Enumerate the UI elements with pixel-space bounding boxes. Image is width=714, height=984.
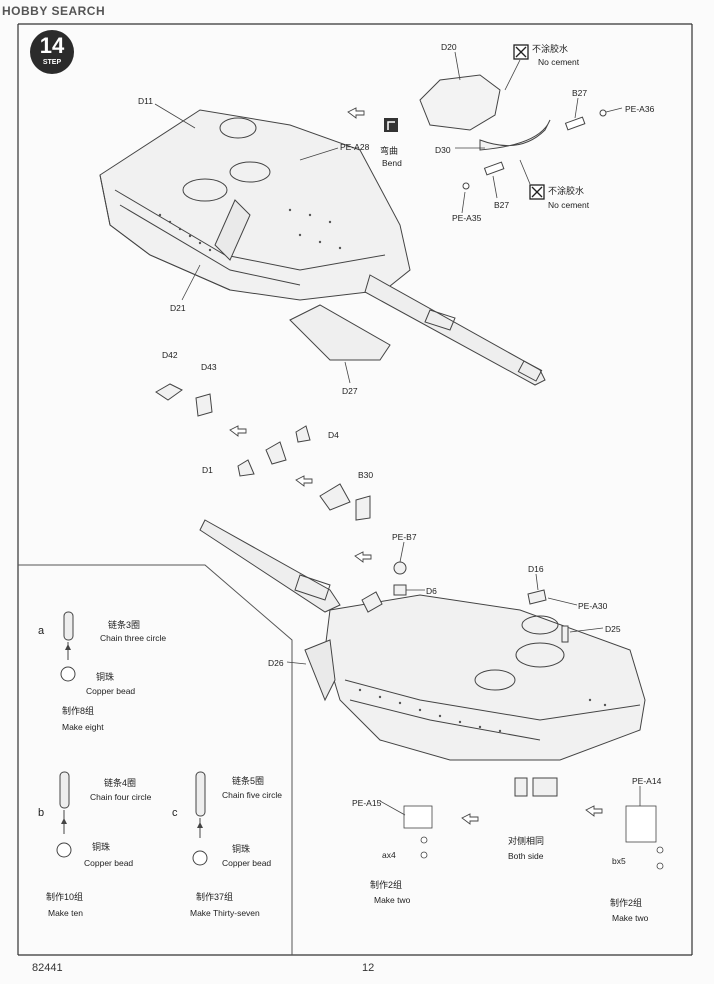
chain-b-en: Chain four circle bbox=[90, 792, 152, 802]
make-b-en: Make ten bbox=[48, 908, 83, 918]
product-code: 82441 bbox=[32, 962, 63, 974]
make-c-en: Make Thirty-seven bbox=[190, 908, 260, 918]
bead-c-en: Copper bead bbox=[222, 858, 272, 868]
label-pe-b7: PE-B7 bbox=[392, 532, 417, 542]
make-b-cn: 制作10组 bbox=[46, 892, 84, 902]
label-pe-a35: PE-A35 bbox=[452, 213, 482, 223]
label-bx5: bx5 bbox=[612, 856, 626, 866]
label-b27-bottom: B27 bbox=[494, 200, 510, 210]
make-a-cn: 制作8组 bbox=[62, 706, 95, 716]
label-pe-a30: PE-A30 bbox=[578, 601, 608, 611]
label-ax4: ax4 bbox=[382, 850, 396, 860]
bead-b-cn: 铜珠 bbox=[92, 842, 111, 852]
both-side-en: Both side bbox=[508, 851, 544, 861]
make-two-left-cn: 制作2组 bbox=[370, 880, 403, 890]
bead-a-en: Copper bead bbox=[86, 686, 136, 696]
label-d26: D26 bbox=[268, 658, 284, 668]
label-pe-a14: PE-A14 bbox=[632, 776, 662, 786]
label-d4: D4 bbox=[328, 430, 339, 440]
chain-a-en: Chain three circle bbox=[100, 633, 167, 643]
label-pe-a36: PE-A36 bbox=[625, 104, 655, 114]
step-number: 14 bbox=[39, 33, 65, 58]
label-d6: D6 bbox=[426, 586, 437, 596]
label-d42: D42 bbox=[162, 350, 178, 360]
step-badge: 14 STEP bbox=[30, 30, 74, 74]
chain-a-letter: a bbox=[38, 625, 45, 637]
no-cement-top-cn: 不涂胶水 bbox=[532, 44, 569, 54]
chain-c-en: Chain five circle bbox=[222, 790, 282, 800]
no-cement-bottom-cn: 不涂胶水 bbox=[548, 186, 585, 196]
no-cement-bottom-en: No cement bbox=[548, 200, 590, 210]
label-d11: D11 bbox=[138, 96, 153, 106]
label-d16: D16 bbox=[528, 564, 544, 574]
bend-en: Bend bbox=[382, 158, 402, 168]
no-cement-top-en: No cement bbox=[538, 57, 580, 67]
make-two-right-en: Make two bbox=[612, 913, 649, 923]
label-d20: D20 bbox=[441, 42, 457, 52]
bead-b-en: Copper bead bbox=[84, 858, 134, 868]
label-d21: D21 bbox=[170, 303, 186, 313]
chain-c-letter: c bbox=[172, 807, 178, 819]
make-two-right-cn: 制作2组 bbox=[610, 898, 643, 908]
label-b30: B30 bbox=[358, 470, 374, 480]
label-b27-top: B27 bbox=[572, 88, 588, 98]
chain-b-letter: b bbox=[38, 807, 45, 819]
make-a-en: Make eight bbox=[62, 722, 104, 732]
chain-b-cn: 链条4圈 bbox=[104, 778, 137, 788]
make-c-cn: 制作37组 bbox=[196, 892, 234, 902]
both-side-cn: 对侧相同 bbox=[508, 836, 545, 846]
chain-a-cn: 链条3圈 bbox=[108, 620, 141, 630]
label-d27: D27 bbox=[342, 386, 358, 396]
bend-cn: 弯曲 bbox=[380, 146, 399, 156]
page-number: 12 bbox=[362, 962, 375, 974]
step-label: STEP bbox=[42, 59, 62, 66]
label-d43: D43 bbox=[201, 362, 217, 372]
bead-a-cn: 铜珠 bbox=[96, 672, 115, 682]
bead-c-cn: 铜珠 bbox=[232, 844, 251, 854]
watermark-logo: HOBBY SEARCH bbox=[2, 4, 106, 18]
make-two-left-en: Make two bbox=[374, 895, 411, 905]
label-d25: D25 bbox=[605, 624, 621, 634]
label-pe-a15: PE-A15 bbox=[352, 798, 382, 808]
label-pe-a28: PE-A28 bbox=[340, 142, 370, 152]
chain-c-cn: 链条5圈 bbox=[232, 776, 265, 786]
label-d30: D30 bbox=[435, 145, 451, 155]
label-d1: D1 bbox=[202, 465, 213, 475]
